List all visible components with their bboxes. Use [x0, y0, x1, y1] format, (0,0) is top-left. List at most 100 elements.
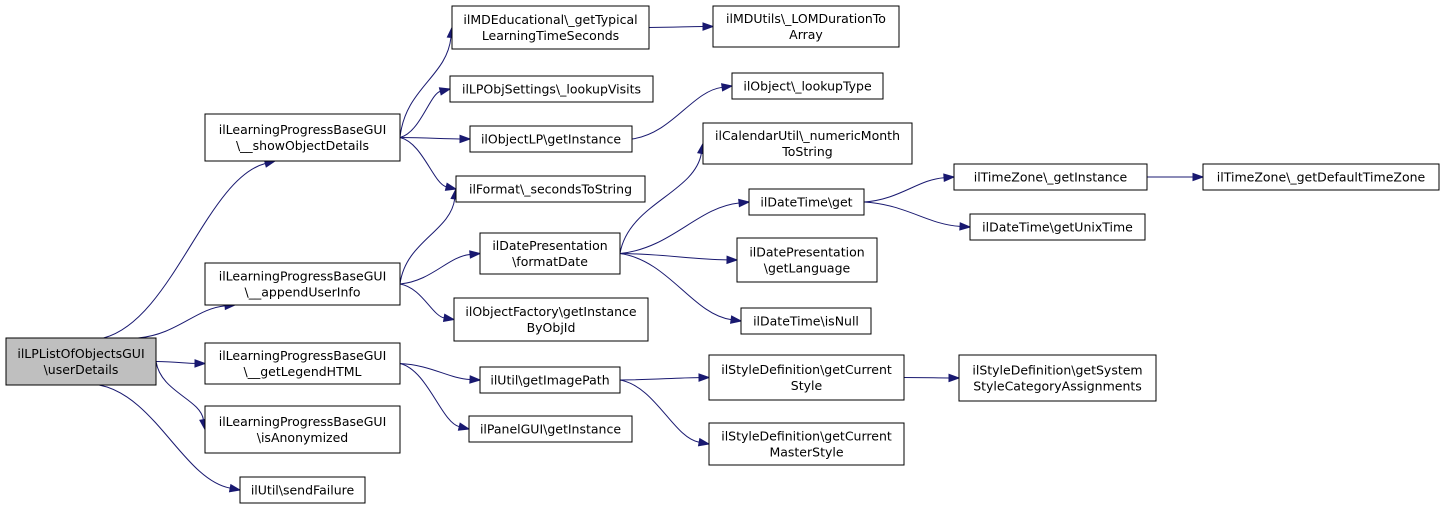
node-is-null[interactable]: ilDateTime\isNull: [740, 307, 872, 335]
node-format-date[interactable]: ilDatePresentation\formatDate: [479, 232, 621, 275]
node-box: [708, 354, 905, 401]
node-root[interactable]: ilLPListOfObjectsGUI\userDetails: [5, 337, 157, 386]
node-get-lang[interactable]: ilDatePresentation\getLanguage: [736, 237, 878, 283]
node-label-line: ilLearningProgressBaseGUI: [219, 269, 387, 284]
node-md-edu[interactable]: ilMDEducational\_getTypicalLearningTimeS…: [451, 5, 650, 50]
node-box: [469, 125, 633, 153]
arrowhead: [697, 437, 711, 447]
node-label-line: Style: [791, 378, 823, 393]
node-unix-time[interactable]: ilDateTime\getUnixTime: [969, 213, 1146, 241]
node-send-fail[interactable]: ilUtil\sendFailure: [239, 476, 366, 504]
node-box: [748, 188, 865, 216]
edge-line: [619, 253, 732, 321]
node-image-path[interactable]: ilUtil\getImagePath: [479, 366, 621, 394]
node-label-line: ilUtil\getImagePath: [490, 373, 609, 388]
edge-line: [399, 90, 441, 138]
node-box: [204, 342, 401, 385]
arrowhead: [959, 222, 972, 231]
node-label-line: ilObjectFactory\getInstance: [465, 304, 637, 319]
edge-line: [155, 361, 196, 364]
edge-line: [863, 201, 961, 227]
arrowhead: [1192, 172, 1205, 182]
node-tz-inst[interactable]: ilTimeZone\_getInstance: [953, 163, 1148, 191]
node-sys-style[interactable]: ilStyleDefinition\getSystemStyleCategory…: [958, 354, 1157, 402]
node-panel-gui[interactable]: ilPanelGUI\getInstance: [468, 415, 633, 443]
edge-image-path-to-style-master: [619, 379, 711, 447]
node-box: [969, 213, 1146, 241]
edge-line: [103, 163, 266, 339]
node-label-line: ilObjectLP\getInstance: [481, 132, 621, 147]
node-lookup-visits[interactable]: ilLPObjSettings\_lookupVisits: [449, 75, 654, 103]
node-label-line: ilMDEducational\_getTypical: [463, 12, 637, 27]
node-label-line: \__showObjectDetails: [236, 138, 369, 153]
node-box: [702, 122, 913, 165]
node-label-line: \getLanguage: [764, 261, 851, 276]
node-lookup-type[interactable]: ilObject\_lookupType: [731, 72, 884, 100]
node-dt-get[interactable]: ilDateTime\get: [748, 188, 865, 216]
edge-dt-get-to-unix-time: [863, 201, 972, 231]
node-label-line: ByObjId: [527, 320, 576, 335]
edge-show-obj-to-lookup-visits: [399, 87, 452, 138]
edge-show-obj-to-sec-to-str: [399, 137, 458, 191]
arrowhead: [948, 373, 961, 383]
node-label-line: \__appendUserInfo: [245, 285, 361, 300]
node-show-obj[interactable]: ilLearningProgressBaseGUI\__showObjectDe…: [204, 113, 401, 162]
node-label-line: ilObject\_lookupType: [743, 79, 872, 94]
node-sec-to-str[interactable]: ilFormat\_secondsToString: [455, 175, 646, 203]
arrowhead: [469, 250, 482, 259]
node-box: [5, 337, 157, 386]
arrowhead: [457, 422, 471, 431]
node-box: [455, 175, 646, 203]
arrowhead: [228, 483, 242, 493]
edge-line: [648, 26, 704, 28]
node-label-line: ilMDUtils\_LOMDurationTo: [726, 11, 886, 26]
edge-format-date-to-get-lang: [619, 253, 739, 265]
edge-root-to-is-anon: [155, 361, 208, 431]
edge-line: [399, 198, 456, 285]
edge-line: [155, 361, 204, 420]
node-box: [953, 163, 1148, 191]
node-box: [239, 476, 366, 504]
node-label-line: Array: [789, 27, 823, 42]
node-obj-lp[interactable]: ilObjectLP\getInstance: [469, 125, 633, 153]
arrowhead: [444, 182, 458, 191]
edge-line: [619, 377, 700, 381]
node-legend[interactable]: ilLearningProgressBaseGUI\__getLegendHTM…: [204, 342, 401, 385]
node-label-line: ilStyleDefinition\getCurrent: [721, 362, 892, 377]
node-label-line: StyleCategoryAssignments: [973, 379, 1142, 394]
arrowhead: [194, 359, 207, 368]
node-box: [479, 232, 621, 275]
node-box: [451, 5, 650, 50]
edge-append-user-to-obj-factory: [399, 283, 456, 323]
edge-line: [619, 379, 700, 443]
edge-format-date-to-is-null: [619, 253, 743, 324]
node-append-user[interactable]: ilLearningProgressBaseGUI\__appendUserIn…: [204, 262, 401, 306]
node-label-line: ilLPObjSettings\_lookupVisits: [462, 82, 641, 97]
node-label-line: ilTimeZone\_getDefaultTimeZone: [1217, 170, 1426, 185]
node-tz-default[interactable]: ilTimeZone\_getDefaultTimeZone: [1202, 163, 1440, 191]
edge-line: [399, 137, 447, 188]
arrowhead: [721, 83, 734, 92]
node-is-anon[interactable]: ilLearningProgressBaseGUI\isAnonymized: [204, 405, 401, 454]
arrowhead: [698, 373, 711, 382]
edge-md-edu-to-lom-dur: [648, 22, 715, 31]
edge-format-date-to-dt-get: [619, 198, 751, 254]
arrowhead: [943, 173, 956, 183]
node-box: [449, 75, 654, 103]
edge-show-obj-to-obj-lp: [399, 134, 472, 144]
arrowhead: [738, 198, 751, 208]
edge-tz-inst-to-tz-default: [1146, 172, 1205, 182]
node-label-line: MasterStyle: [769, 445, 843, 460]
edge-root-to-send-fail: [98, 384, 242, 493]
arrowhead: [702, 22, 715, 31]
edge-line: [619, 202, 740, 254]
arrowhead: [442, 313, 456, 323]
edge-line: [399, 137, 461, 140]
edge-line: [98, 384, 231, 489]
